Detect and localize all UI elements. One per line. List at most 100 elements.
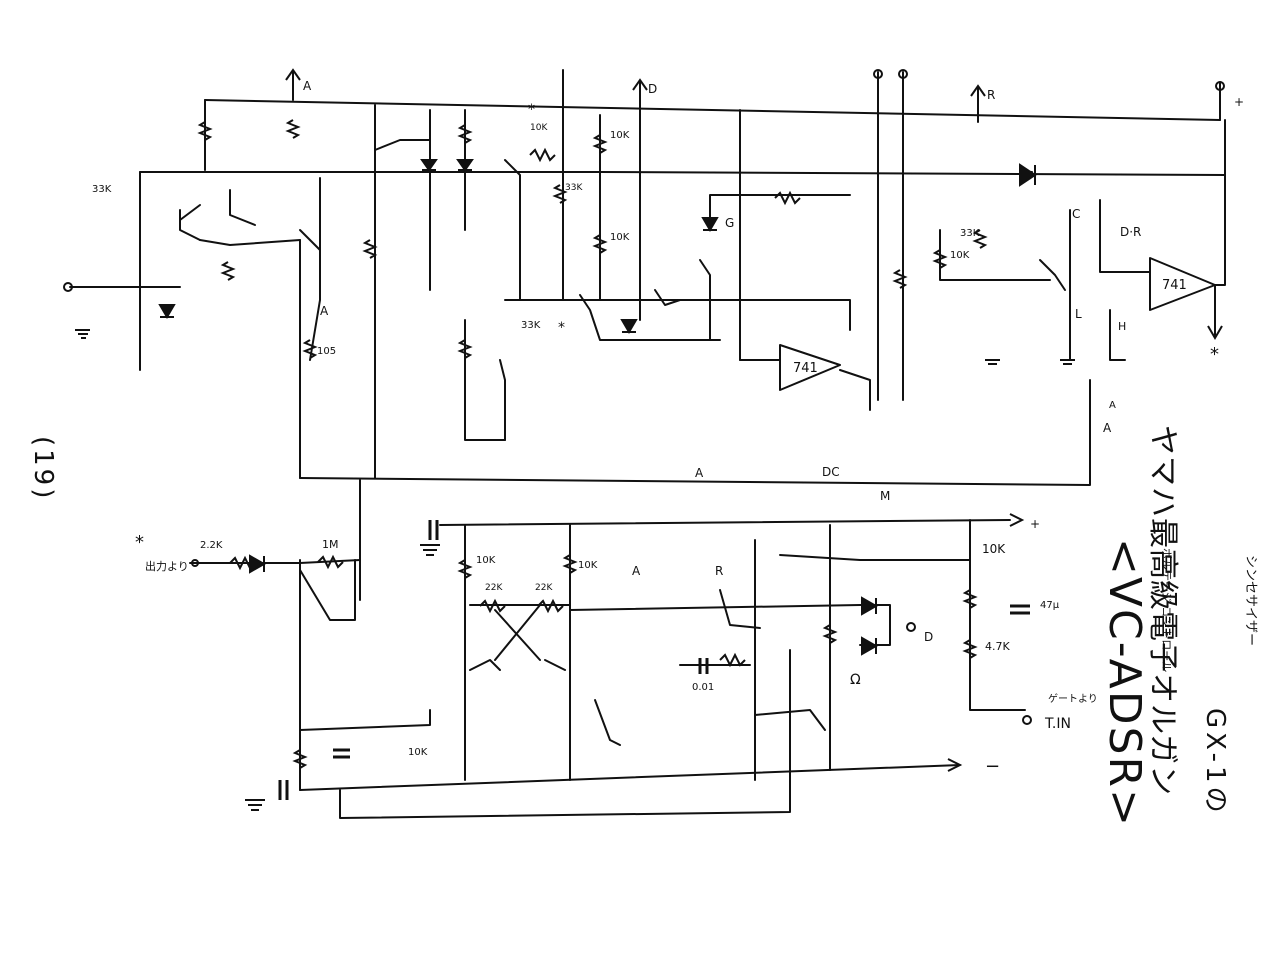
tr-lower (499, 359, 506, 441)
label-unit-omega: Ω (850, 672, 861, 688)
capacitor (1010, 604, 1030, 615)
left-tr1 (179, 204, 201, 241)
page-number: (19) (28, 436, 58, 502)
diode (249, 554, 267, 574)
opamp-2 (1149, 257, 1216, 311)
opamp-1-out (839, 369, 871, 411)
label-input-kana: 出力より (145, 559, 189, 573)
wire-tr8 (699, 259, 711, 341)
label-res-22k-b: 22K (535, 583, 553, 593)
label-ic-a: 741 (793, 361, 818, 376)
ff-cross (469, 604, 571, 661)
right-bottom-pot (969, 519, 1026, 711)
arrowhead (947, 758, 963, 772)
resistor (562, 554, 578, 574)
label-star-1: * (528, 102, 535, 118)
label-out-minus: − (985, 756, 1000, 777)
label-l: L (1075, 307, 1082, 321)
ground (985, 359, 1000, 365)
label-arrow-a-bottom: A (695, 466, 704, 480)
diode (861, 636, 879, 656)
label-res-1m: 1M (322, 538, 339, 551)
label-res-10k-h: 10K (530, 123, 548, 133)
label-top-a: A (303, 79, 312, 93)
resistor (220, 261, 236, 281)
label-res-22k-c: 2.2K (200, 540, 223, 551)
tr7 (654, 289, 681, 306)
label-res-22k-a: 22K (485, 583, 503, 593)
label-gate-in: T.IN (1044, 716, 1071, 732)
label-top-r: R (987, 88, 995, 102)
arrowhead (970, 84, 986, 97)
label-arrow-r: R (715, 564, 723, 578)
document-subtitle: <VC-ADSR> (1099, 538, 1150, 828)
resistor (822, 624, 838, 644)
terminal (1022, 715, 1032, 725)
tr5 (504, 159, 521, 301)
label-res-10k-d: 10K (476, 555, 496, 566)
label-dc: DC (822, 465, 840, 479)
label-res-105: 105 (317, 346, 336, 357)
terminal (898, 69, 908, 79)
label-cap-47u: 47μ (1040, 600, 1060, 611)
resistor (457, 559, 473, 579)
terminals (63, 68, 1225, 772)
mid-bottom-d (569, 604, 891, 631)
capacitor (278, 780, 289, 800)
label-res-33k-d: 33K (565, 183, 583, 193)
bottom-return-top (299, 379, 1091, 486)
resistor (592, 134, 608, 154)
label-arrow-a-low2: A (1109, 400, 1116, 411)
label-star-4: * (558, 320, 565, 336)
label-arrow-dr: D·R (1120, 225, 1141, 239)
diode (620, 319, 638, 334)
label-top-plus: + (1234, 95, 1244, 109)
label-arrow-a-lower: A (632, 564, 641, 578)
r-wire-down (719, 589, 761, 629)
resistor (537, 598, 564, 614)
ff-tr-right (544, 659, 566, 671)
wire-tr4 (374, 139, 431, 151)
label-star-2: * (1210, 344, 1219, 365)
resistor (529, 147, 556, 163)
resistor (962, 639, 978, 659)
resistor (197, 121, 213, 141)
label-res-10k-b: 10K (610, 232, 630, 243)
arrowhead (285, 68, 301, 81)
top-rail (204, 99, 1221, 121)
capacitor (428, 520, 439, 540)
bottom-return (339, 649, 791, 819)
label-res-10k-g: 10K (408, 747, 428, 758)
resistor (774, 190, 801, 206)
label-out-plus: + (1030, 517, 1040, 531)
label-res-33k-mid: 33K (521, 320, 541, 331)
label-arrow-a-mid: A (320, 304, 329, 318)
label-ic-b: 741 (1162, 278, 1187, 293)
arrowhead (1207, 325, 1223, 340)
label-arrow-d-right: D (924, 630, 933, 644)
capacitors (278, 520, 1030, 800)
wire-right-cap (1109, 309, 1126, 361)
mid-bottom-tr (594, 699, 621, 746)
document-model: GX-1の (1200, 708, 1230, 817)
label-g: G (725, 216, 734, 230)
terminal (873, 69, 883, 79)
tr-right-bottom (754, 709, 826, 731)
resistor (362, 239, 378, 259)
document-kana-side: ボルテージ コントロール (1160, 548, 1173, 673)
ground (1060, 359, 1075, 365)
bottom-bottom-rail (299, 764, 961, 791)
component-labels: A D R + 33K 33K 33K 10K 10K 10K 10K 10K … (92, 79, 1244, 777)
schematic-wiring (69, 69, 1226, 819)
wire-dr (939, 229, 1051, 281)
resistor (292, 749, 308, 769)
diode (456, 159, 474, 172)
arrowhead (632, 78, 648, 91)
tr-right (1039, 259, 1066, 291)
resistor (932, 249, 948, 269)
label-m: M (880, 489, 890, 503)
bottom-tr-input (299, 559, 356, 621)
label-res-10k-e: 10K (578, 560, 598, 571)
diodes (158, 159, 1037, 656)
resistor (552, 184, 568, 204)
